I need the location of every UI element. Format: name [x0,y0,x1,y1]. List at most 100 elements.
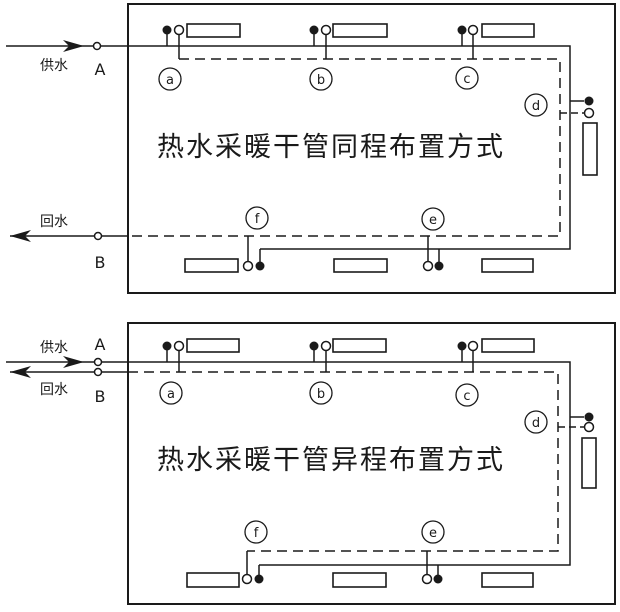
branch-circle-f [244,520,268,544]
branch-letter-f: f [254,526,259,541]
return-flow-arrow-icon [10,230,31,242]
return-valves [173,24,595,272]
building-outline [127,322,616,605]
supply-valve-icon [162,25,172,35]
supply-flow-arrow-icon [63,40,84,52]
radiator [186,23,241,38]
branch-letter-c: c [463,389,470,404]
return-valve-icon [467,24,479,36]
radiator [481,258,534,273]
diagram-title-reverse-return: 热水采暖干管同程布置方式 [157,132,505,163]
return-riser-stubs-bottom [247,236,429,262]
radiator [481,572,534,588]
supply-valve-icon [584,96,594,106]
diagram-direct-return: a b c d e f 供水 A 回水 B 热水采暖干管异程布置方式 [6,322,616,605]
return-main-pipe-dashed [128,58,561,237]
supply-valve-icon [162,341,172,351]
branch-circle-d [524,410,548,434]
branch-letter-d: d [532,416,540,431]
branch-letter-f: f [255,212,260,227]
return-main-pipe-dashed [128,371,559,552]
return-valve-icon [242,260,254,272]
supply-riser-stubs-bottom [259,249,440,262]
supply-main-pipe [6,45,571,250]
return-valve-icon [173,340,185,352]
supply-valve-icon [584,412,594,422]
branch-labels [158,66,548,231]
supply-water-label: 供水 [40,58,68,74]
supply-valve-icon [457,25,467,35]
supply-flow-arrow-icon [63,356,84,368]
radiators [186,338,597,588]
point-b-node [93,231,103,241]
branch-circle-b [309,67,333,91]
point-a-label: A [95,60,106,79]
radiator [184,258,239,273]
radiator [481,23,535,38]
return-riser-stubs-top [178,34,474,59]
supply-main-pipe [6,361,571,566]
radiator [332,23,388,38]
radiator [481,338,535,353]
point-a-node [92,41,102,51]
radiator-vertical [582,122,598,176]
supply-valves [162,341,594,584]
supply-valve-icon [309,341,319,351]
return-valve-icon [583,421,595,433]
building-outline [127,3,616,294]
diagram-reverse-return: a b c d e f 供水 A 回水 B 热水采暖干管同程布置方式 [6,3,616,294]
branch-circle-d [524,93,548,117]
supply-riser-stubs-bottom [258,565,439,575]
supply-riser-stubs-top [166,350,463,362]
return-valve-icon [241,573,253,585]
radiator-vertical [581,437,597,489]
supply-valve-icon [433,574,443,584]
branch-letter-b: b [317,387,325,402]
return-valves [173,340,595,585]
return-water-label: 回水 [40,214,68,230]
branch-circle-a [159,381,183,405]
branch-circle-a [158,67,182,91]
point-a-label: A [95,335,106,354]
return-valve-icon [422,260,434,272]
branch-letters: a b c d e f [166,72,540,228]
supply-valves [162,25,594,271]
return-water-label: 回水 [40,382,68,398]
return-riser-stubs-bottom [246,551,428,575]
supply-valve-icon [309,25,319,35]
branch-letters: a b c d e f [167,387,540,541]
supply-valve-icon [457,341,467,351]
radiators [184,23,598,273]
return-valve-icon [320,24,332,36]
return-valve-icon [467,340,479,352]
branch-circle-e [421,520,445,544]
return-riser-stubs-top [178,350,474,372]
return-valve-icon [320,340,332,352]
branch-circle-b [309,381,333,405]
supply-valve-icon [254,574,264,584]
branch-letter-b: b [317,73,325,88]
branch-circle-c [455,383,479,407]
branch-letter-d: d [532,99,540,114]
return-valve-icon [173,24,185,36]
branch-letter-e: e [429,213,437,228]
radiator [186,572,240,588]
branch-letter-c: c [463,72,470,87]
branch-letter-a: a [167,387,175,402]
branch-circle-e [421,207,445,231]
return-valve-icon [583,107,595,119]
point-b-label: B [95,253,106,272]
branch-labels [159,381,548,544]
supply-water-label: 供水 [40,340,68,356]
point-a-node [93,357,103,367]
branch-letter-a: a [166,73,174,88]
return-flow-arrow-icon [10,366,31,378]
branch-circle-c [455,66,479,90]
point-b-label: B [95,387,106,406]
supply-valve-icon [434,261,444,271]
branch-letter-e: e [429,526,437,541]
point-b-node [93,367,103,377]
return-valve-icon [421,573,433,585]
